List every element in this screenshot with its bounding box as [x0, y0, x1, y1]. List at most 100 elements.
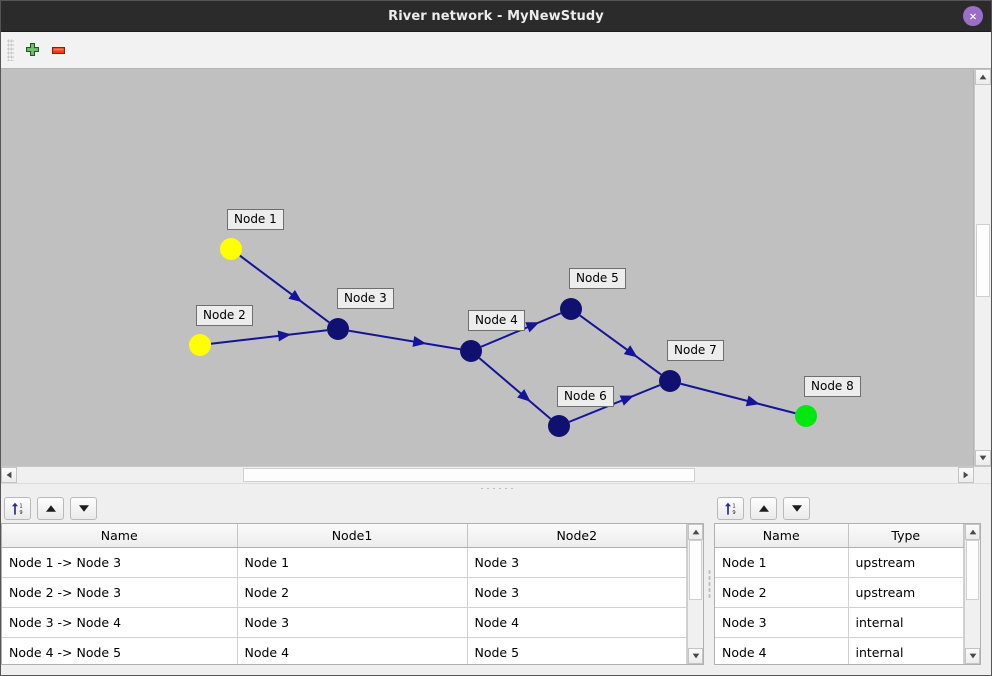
scroll-down-icon[interactable] [975, 450, 991, 466]
graph-node[interactable] [659, 370, 681, 392]
graph-node[interactable] [220, 238, 242, 260]
table-cell[interactable]: upstream [848, 547, 964, 578]
canvas-vscroll-track[interactable] [975, 85, 991, 450]
nodes-move-down-button[interactable] [783, 496, 810, 520]
nodes-vscroll-thumb[interactable] [966, 540, 979, 601]
node-label[interactable]: Node 2 [196, 305, 253, 326]
splitter-grip-icon [479, 487, 513, 490]
table-cell[interactable]: Node 3 -> Node 4 [2, 607, 238, 638]
node-label[interactable]: Node 1 [227, 209, 284, 230]
branches-vscroll-thumb[interactable] [689, 540, 702, 601]
column-header[interactable]: Type [848, 524, 964, 548]
column-header[interactable]: Name [2, 524, 238, 548]
table-cell[interactable]: Node 2 -> Node 3 [2, 577, 238, 608]
column-header[interactable]: Name [715, 524, 849, 548]
table-cell[interactable]: Node 3 [467, 577, 687, 608]
table-cell[interactable]: Node 5 [467, 637, 687, 664]
scroll-right-icon[interactable] [958, 467, 974, 483]
table-cell[interactable]: Node 4 [715, 637, 849, 664]
table-cell[interactable]: Node 1 -> Node 3 [2, 547, 238, 578]
branches-scroll-up-icon[interactable] [688, 524, 703, 540]
graph-node[interactable] [795, 405, 817, 427]
table-cell[interactable]: upstream [848, 577, 964, 608]
node-label[interactable]: Node 4 [468, 310, 525, 331]
column-header[interactable]: Node2 [467, 524, 687, 548]
graph-node[interactable] [327, 318, 349, 340]
canvas-horizontal-scrollbar[interactable] [1, 466, 991, 483]
edge-line[interactable] [210, 329, 328, 345]
canvas-vertical-scrollbar[interactable] [974, 69, 991, 466]
vertical-splitter[interactable] [704, 493, 714, 675]
table-cell[interactable]: Node 4 [467, 607, 687, 638]
branches-vertical-scrollbar[interactable] [687, 524, 703, 664]
node-label[interactable]: Node 7 [667, 340, 724, 361]
node-label[interactable]: Node 8 [804, 376, 861, 397]
graph-node[interactable] [189, 334, 211, 356]
branches-sort-button[interactable]: 1 9 [4, 496, 31, 520]
branches-move-up-button[interactable] [37, 496, 64, 520]
edge-line[interactable] [348, 329, 461, 351]
edge-arrow-icon [517, 389, 531, 402]
nodes-vscroll-track[interactable] [965, 540, 980, 648]
table-cell[interactable]: internal [848, 637, 964, 664]
table-cell[interactable]: Node 4 [237, 637, 468, 664]
nodes-sort-button[interactable]: 1 9 [717, 496, 744, 520]
table-cell[interactable]: Node 3 [237, 607, 468, 638]
add-node-button[interactable] [19, 37, 45, 63]
close-icon[interactable] [963, 6, 983, 26]
canvas-vscroll-thumb[interactable] [976, 223, 990, 297]
node-label[interactable]: Node 3 [337, 288, 394, 309]
graph-node[interactable] [560, 298, 582, 320]
node-label[interactable]: Node 5 [569, 268, 626, 289]
branches-vscroll-track[interactable] [688, 540, 703, 648]
table-cell[interactable]: Node 2 [715, 577, 849, 608]
edge-arrow-icon [623, 345, 638, 358]
horizontal-splitter[interactable] [1, 483, 991, 493]
table-cell[interactable]: Node 3 [467, 547, 687, 578]
branches-move-down-button[interactable] [70, 496, 97, 520]
nodes-move-up-button[interactable] [750, 496, 777, 520]
canvas-hscroll-track[interactable] [17, 467, 958, 483]
table-cell[interactable]: Node 3 [715, 607, 849, 638]
edge-arrow-icon [619, 395, 634, 406]
edge-line[interactable] [239, 254, 330, 324]
toolbar-grip[interactable] [7, 39, 14, 61]
table-cell[interactable]: Node 1 [715, 547, 849, 578]
edge-line[interactable] [680, 382, 796, 415]
column-header[interactable]: Node1 [237, 524, 468, 548]
branches-toolbar: 1 9 [1, 493, 704, 523]
graph-node[interactable] [460, 340, 482, 362]
edge-line[interactable] [478, 357, 552, 420]
scroll-left-icon[interactable] [1, 467, 17, 483]
title-bar: River network - MyNewStudy [1, 1, 991, 32]
scroll-up-icon[interactable] [975, 69, 991, 85]
arrow-up-icon [45, 504, 56, 512]
branches-scroll-down-icon[interactable] [688, 648, 703, 664]
network-canvas[interactable]: Node 1 Node 2 Node 3 Node 4 Node 5 Node 6 Node… [1, 69, 974, 466]
nodes-scroll-down-icon[interactable] [965, 648, 980, 664]
remove-node-button[interactable] [45, 37, 71, 63]
edge-line[interactable] [579, 314, 662, 376]
table-cell[interactable]: internal [848, 607, 964, 638]
canvas-hscroll-thumb[interactable] [242, 468, 695, 482]
nodes-scroll-up-icon[interactable] [965, 524, 980, 540]
nodes-vertical-scrollbar[interactable] [964, 524, 980, 664]
edge-line[interactable] [568, 384, 661, 423]
graph-node[interactable] [548, 415, 570, 437]
node-label[interactable]: Node 6 [557, 386, 614, 407]
table-cell[interactable]: Node 2 [237, 577, 468, 608]
table-cell[interactable]: Node 1 [237, 547, 468, 578]
table-cell[interactable]: Node 4 -> Node 5 [2, 637, 238, 664]
